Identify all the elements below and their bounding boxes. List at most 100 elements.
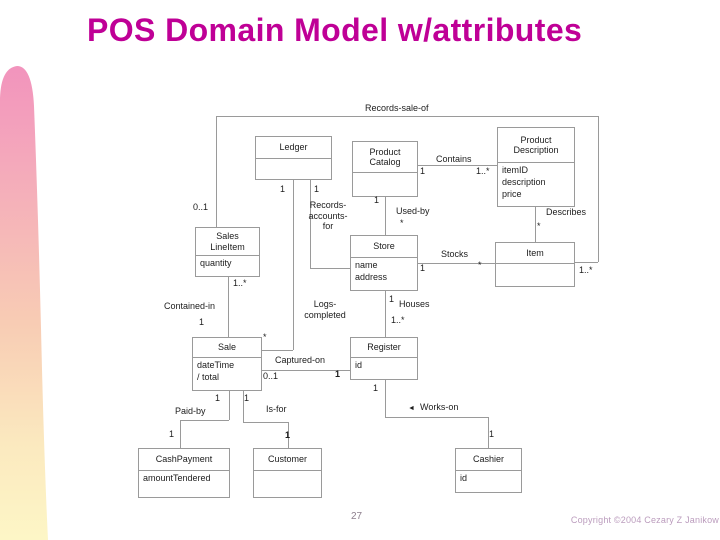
class-name-label: Sale (193, 338, 261, 358)
page-title: POS Domain Model w/attributes (87, 12, 583, 48)
class-attribute: quantity (200, 258, 232, 268)
class-attributes: name address (351, 258, 417, 282)
class-attributes: dateTime / total (193, 358, 261, 382)
class-attributes: amountTendered (139, 471, 229, 483)
class-name-label: Ledger (256, 137, 331, 159)
association-label: Contains (436, 154, 472, 164)
association-line (310, 180, 311, 268)
class-name-label: Product Catalog (353, 142, 417, 173)
class-attribute: address (355, 272, 388, 282)
association-line (293, 180, 294, 350)
association-line (385, 197, 386, 235)
association-label: Stocks (441, 249, 469, 259)
class-box-item: Item (495, 242, 575, 287)
class-box-product-description: Product Description itemID description pric… (497, 127, 575, 207)
association-line (598, 116, 599, 262)
association-line (385, 291, 386, 337)
class-box-ledger: Ledger (255, 136, 332, 180)
association-label: Contained-in (164, 301, 216, 311)
multiplicity-label: 1..* (233, 278, 247, 288)
class-name-label: Item (496, 243, 574, 264)
association-label: Captured-on (275, 355, 326, 365)
association-line (575, 262, 598, 263)
multiplicity-label: * (263, 332, 267, 342)
class-box-register: Register id (350, 337, 418, 380)
association-line (216, 116, 598, 117)
association-line (180, 420, 181, 448)
multiplicity-label: 1 (314, 184, 320, 194)
class-attribute: price (502, 189, 522, 199)
association-line (243, 391, 244, 422)
association-line (535, 207, 536, 242)
class-box-sales-lineitem: Sales LineItem quantity (195, 227, 260, 277)
multiplicity-label: 1 (215, 393, 221, 403)
multiplicity-label: * (478, 260, 482, 270)
class-box-customer: Customer (253, 448, 322, 498)
multiplicity-label: 0..1 (193, 202, 209, 212)
association-line (418, 165, 497, 166)
multiplicity-label: 1 (169, 429, 175, 439)
association-line (385, 380, 386, 417)
multiplicity-label: 1 (335, 369, 341, 379)
multiplicity-label: 1 (199, 317, 205, 327)
association-line (262, 370, 350, 371)
association-line (216, 116, 217, 227)
class-attribute: itemID (502, 165, 529, 175)
class-name-label: Register (351, 338, 417, 358)
works-on-direction-arrow: ◄ (408, 405, 415, 412)
multiplicity-label: 1..* (391, 315, 405, 325)
class-box-sale: Sale dateTime / total (192, 337, 262, 391)
class-name-label: Store (351, 236, 417, 258)
association-line (229, 391, 230, 420)
association-label: Used-by (396, 206, 430, 216)
multiplicity-label: 1 (420, 263, 426, 273)
association-label: Houses (399, 299, 430, 309)
class-attributes: quantity (196, 256, 259, 268)
copyright-text: Copyright ©2004 Cezary Z Janikow (570, 515, 719, 525)
association-line (418, 263, 495, 264)
association-line (228, 277, 229, 337)
multiplicity-label: * (400, 218, 404, 228)
association-label: Paid-by (175, 406, 206, 416)
multiplicity-label: 1 (389, 294, 395, 304)
multiplicity-label: 1 (420, 166, 426, 176)
multiplicity-label: * (537, 221, 541, 231)
multiplicity-label: 1 (489, 429, 495, 439)
class-name-label: Customer (254, 449, 321, 471)
association-label: Records- accounts- for (308, 200, 348, 231)
class-attributes: id (456, 471, 521, 483)
multiplicity-label: 1..* (476, 166, 490, 176)
multiplicity-label: 1 (374, 195, 380, 205)
association-label: Is-for (266, 404, 287, 414)
association-label: Describes (546, 207, 587, 217)
class-attribute: name (355, 260, 378, 270)
class-attribute: amountTendered (143, 473, 211, 483)
class-attribute: / total (197, 372, 220, 382)
association-label: Records-sale-of (365, 103, 429, 113)
association-line (310, 268, 350, 269)
class-name-label: Sales LineItem (196, 228, 259, 256)
multiplicity-label: 0..1 (263, 371, 279, 381)
multiplicity-label: 1 (280, 184, 286, 194)
multiplicity-label: 1 (373, 383, 379, 393)
class-attributes: itemID description price (498, 163, 574, 199)
class-attribute: id (355, 360, 363, 370)
class-attribute: description (502, 177, 546, 187)
class-attribute: id (460, 473, 468, 483)
association-line (180, 420, 229, 421)
association-line (262, 350, 293, 351)
class-attribute: dateTime (197, 360, 235, 370)
association-line (385, 417, 488, 418)
multiplicity-label: 1 (285, 430, 291, 440)
class-attributes: id (351, 358, 417, 370)
association-label: Works-on (420, 402, 459, 412)
class-name-label: Product Description (498, 128, 574, 163)
class-box-store: Store name address (350, 235, 418, 291)
slide-number: 27 (351, 511, 363, 522)
association-line (288, 422, 289, 448)
association-label: Logs- completed (304, 299, 346, 320)
class-box-product-catalog: Product Catalog (352, 141, 418, 197)
association-line (243, 422, 288, 423)
